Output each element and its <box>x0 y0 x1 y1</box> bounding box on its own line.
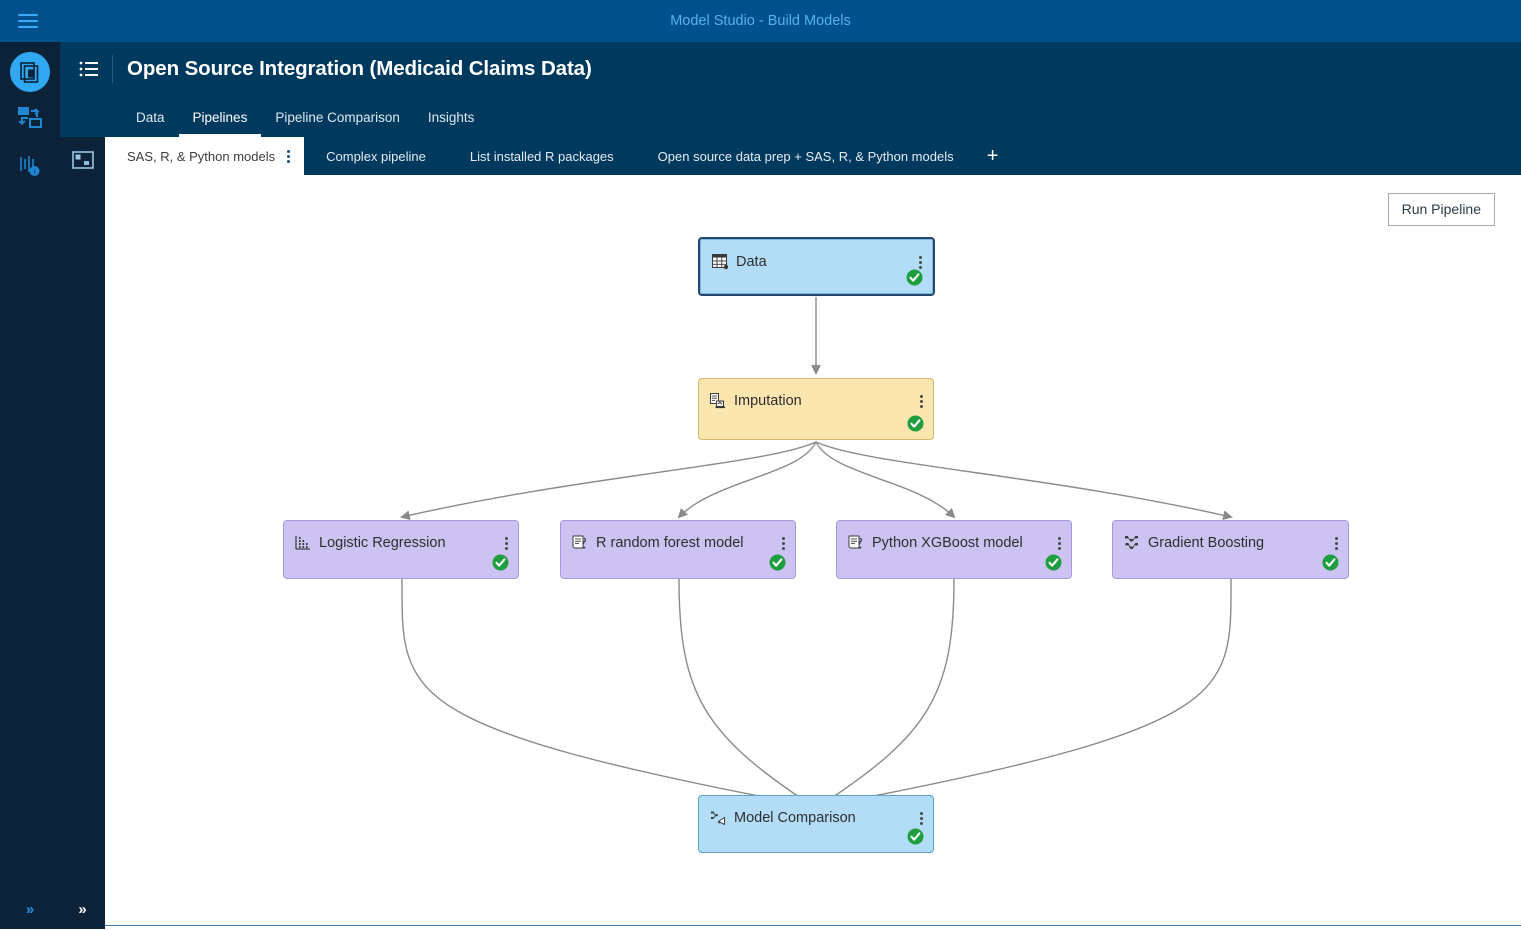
pipeline-tab-open-source-data-prep[interactable]: Open source data prep + SAS, R, & Python… <box>657 148 954 164</box>
node-more-options-icon[interactable] <box>774 535 785 552</box>
status-badge-success <box>907 828 924 845</box>
status-badge-success <box>906 269 923 286</box>
rail-item-data-prep[interactable]: i <box>0 144 60 192</box>
imputation-icon <box>709 392 727 410</box>
pipeline-node-model-comparison[interactable]: Model Comparison <box>698 795 934 853</box>
pipeline-node-r-random-forest-model[interactable]: R random forest model <box>560 520 796 579</box>
strip-expand-button[interactable]: » <box>78 900 87 918</box>
pipeline-node-label: Data <box>736 254 767 270</box>
rail-item-data-exchange[interactable] <box>0 96 60 144</box>
pipeline-node-label: Python XGBoost model <box>872 535 1023 551</box>
pipeline-tab-list-installed-r-packages[interactable]: List installed R packages <box>469 148 614 164</box>
open-source-code-icon <box>847 534 865 552</box>
main-nav-tabs: Data Pipelines Pipeline Comparison Insig… <box>60 96 1521 137</box>
node-more-options-icon[interactable] <box>912 393 923 410</box>
canvas-bottom-border <box>105 925 1521 930</box>
pipeline-node-data[interactable]: Data <box>698 237 935 296</box>
app-top-bar: Model Studio - Build Models <box>0 0 1521 42</box>
page-header: Open Source Integration (Medicaid Claims… <box>60 42 1521 137</box>
app-title: Model Studio - Build Models <box>670 13 851 29</box>
status-badge-success <box>1322 554 1339 571</box>
data-exchange-icon <box>17 106 43 135</box>
tab-pipelines[interactable]: Pipelines <box>178 110 262 137</box>
run-pipeline-button[interactable]: Run Pipeline <box>1387 193 1495 226</box>
node-more-options-icon[interactable] <box>1050 535 1061 552</box>
pipeline-node-label: R random forest model <box>596 535 744 551</box>
pipeline-tab-label: SAS, R, & Python models <box>127 148 276 164</box>
add-pipeline-button[interactable]: + <box>986 144 999 167</box>
pipeline-node-logistic-regression[interactable]: Logistic Regression <box>283 520 519 579</box>
more-options-icon[interactable] <box>287 148 291 165</box>
rail-expand-button[interactable]: » <box>0 889 60 929</box>
pipeline-node-python-xgboost-model[interactable]: Python XGBoost model <box>836 520 1072 579</box>
gradient-boosting-tree-icon <box>1123 534 1141 552</box>
page-header-row: Open Source Integration (Medicaid Claims… <box>60 42 1521 96</box>
open-source-code-icon <box>571 534 589 552</box>
tab-insights[interactable]: Insights <box>427 110 475 125</box>
logistic-regression-icon <box>294 534 312 552</box>
pipeline-canvas[interactable]: Run Pipeline <box>105 175 1521 925</box>
tab-data[interactable]: Data <box>136 110 165 125</box>
hamburger-menu-icon[interactable] <box>0 0 56 42</box>
pipeline-node-gradient-boosting[interactable]: Gradient Boosting <box>1112 520 1349 579</box>
rail-item-projects[interactable] <box>0 48 60 96</box>
node-more-options-icon[interactable] <box>497 535 508 552</box>
pipeline-node-imputation[interactable]: Imputation <box>698 378 934 440</box>
stacked-projects-icon <box>10 52 50 92</box>
status-badge-success <box>492 554 509 571</box>
status-badge-success <box>1045 554 1062 571</box>
svg-text:i: i <box>34 169 36 176</box>
list-view-icon[interactable] <box>74 57 104 81</box>
page-title: Open Source Integration (Medicaid Claims… <box>127 57 592 80</box>
node-more-options-icon[interactable] <box>911 254 922 271</box>
node-more-options-icon[interactable] <box>912 810 923 827</box>
secondary-strip: » <box>60 137 105 929</box>
pipeline-node-label: Logistic Regression <box>319 535 446 551</box>
status-badge-success <box>907 415 924 432</box>
layout-panel-icon <box>71 150 94 174</box>
model-comparison-icon <box>709 809 727 827</box>
panel-toggle-button[interactable] <box>60 137 105 187</box>
pipeline-node-label: Imputation <box>734 393 802 409</box>
status-badge-success <box>769 554 786 571</box>
data-preparation-icon: i <box>18 154 42 183</box>
node-more-options-icon[interactable] <box>1327 535 1338 552</box>
pipeline-node-label: Model Comparison <box>734 810 856 826</box>
data-table-icon <box>711 253 729 271</box>
pipeline-node-label: Gradient Boosting <box>1148 535 1265 551</box>
pipeline-tab-strip: SAS, R, & Python models Complex pipeline… <box>105 137 1521 175</box>
left-rail: i » <box>0 42 60 929</box>
pipeline-tab-complex-pipeline[interactable]: Complex pipeline <box>326 148 426 164</box>
tab-pipeline-comparison[interactable]: Pipeline Comparison <box>275 110 400 125</box>
pipeline-tab-sas-r-python-models[interactable]: SAS, R, & Python models <box>105 137 305 175</box>
